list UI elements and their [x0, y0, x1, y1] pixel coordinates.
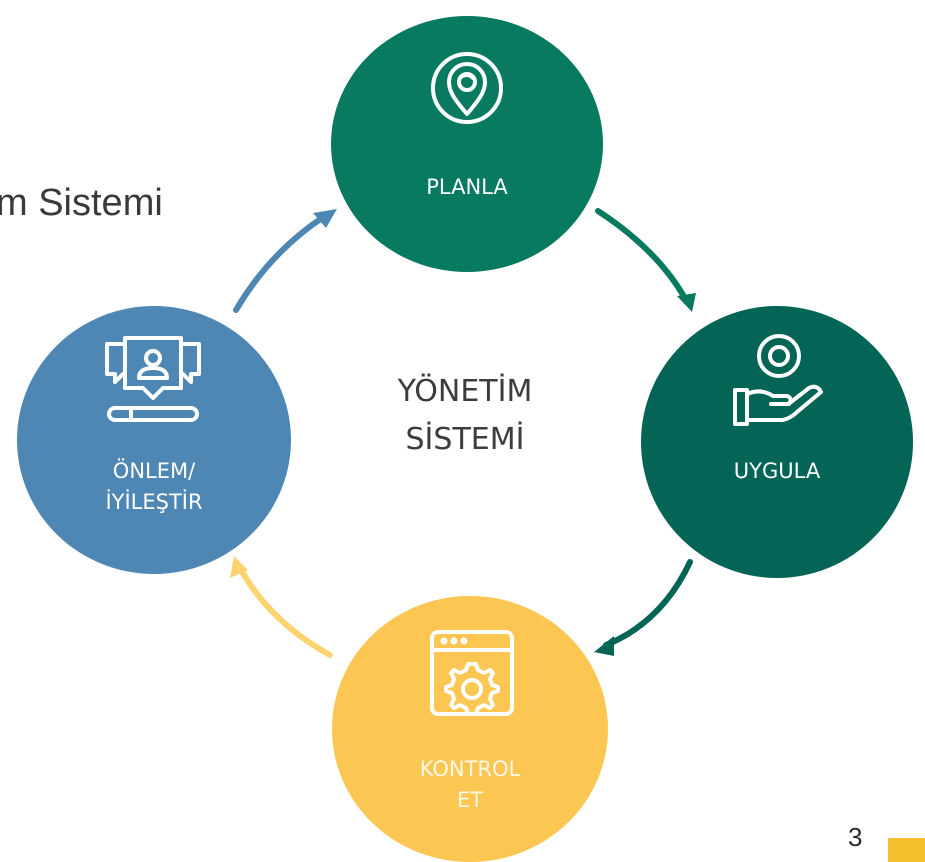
plan-circle: PLANLA — [331, 16, 603, 272]
hand-with-coin-icon — [733, 334, 823, 426]
plan-label: PLANLA — [426, 175, 508, 199]
arrow-act-to-plan — [233, 213, 328, 313]
act-circle: ÖNLEM/ İYİLEŞTİR — [17, 306, 291, 574]
check-label: KONTROL ET — [419, 757, 521, 812]
arrow-head-check-to-act — [230, 556, 248, 578]
page-number: 3 — [848, 822, 863, 852]
arrow-check-to-act — [237, 565, 333, 658]
arrow-do-to-check — [603, 559, 693, 648]
location-pin-icon — [431, 52, 503, 124]
do-circle: UYGULA — [641, 306, 913, 578]
browser-gear-icon — [430, 630, 514, 716]
act-label: ÖNLEM/ İYİLEŞTİR — [105, 459, 203, 514]
center-text: YÖNETİM SİSTEMİ — [397, 374, 533, 457]
arrow-head-plan-to-do — [677, 293, 696, 312]
slide-title: m Sistemi — [0, 182, 163, 224]
arrow-head-do-to-check — [594, 636, 614, 656]
chat-user-icon — [105, 336, 201, 422]
arrow-head-act-to-plan — [313, 209, 337, 228]
arrow-plan-to-do — [595, 208, 689, 303]
check-circle: KONTROL ET — [332, 596, 608, 862]
do-label: UYGULA — [733, 459, 821, 483]
accent-bar — [888, 838, 925, 862]
